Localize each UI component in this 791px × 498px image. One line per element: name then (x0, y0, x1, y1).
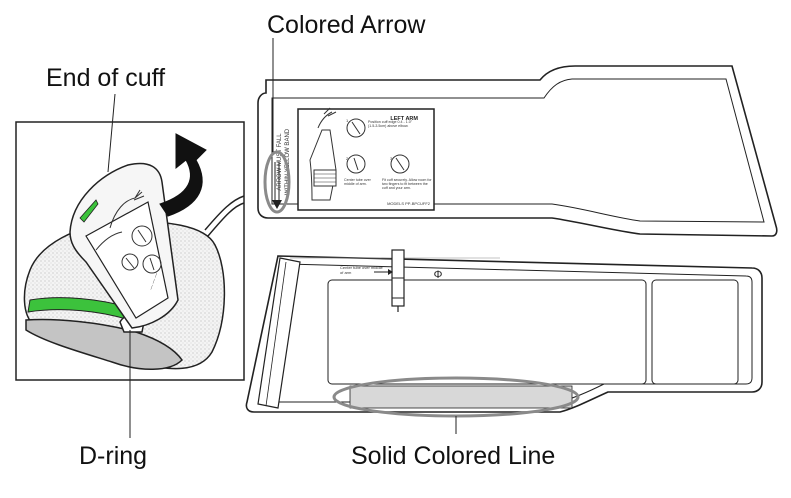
lift-arrow-icon (159, 133, 207, 217)
solid-colored-band (349, 385, 573, 409)
cuff-front-view: ARROW MUST FALL WITHIN YELLOW BAND LEFT … (257, 38, 778, 237)
colored-arrow-icon (272, 200, 282, 209)
svg-text:1: 1 (346, 118, 349, 123)
phi-mark: Φ (434, 269, 443, 281)
end-of-cuff-label: End of cuff (46, 64, 166, 92)
colored-arrow-callout (263, 150, 291, 214)
wrist-cuff-inset: — — — (15, 93, 245, 438)
tube-note: Center tube over middle of arm (340, 266, 383, 275)
arrow-band-text-2: WITHIN YELLOW BAND (285, 128, 291, 195)
model-text: MODELS PP-BPCUFF2 (387, 201, 431, 206)
arrow-band-text-1: ARROW MUST FALL (277, 133, 283, 191)
instruction-1: Position cuff edge 0.4 - 1.0" (1.5-3.5cm… (368, 120, 412, 128)
colored-arrow-label: Colored Arrow (267, 11, 426, 39)
svg-text:3: 3 (390, 156, 393, 161)
instruction-2: Center tube over middle of arm. (344, 178, 371, 186)
instruction-3: Fit cuff securely. Allow room for two fi… (382, 178, 432, 190)
svg-text:2: 2 (346, 156, 349, 161)
svg-text:— — —: — — — (148, 272, 160, 291)
green-arrow-icon (79, 199, 99, 223)
d-ring-label: D-ring (79, 442, 148, 470)
panel-title: LEFT ARM (390, 116, 418, 122)
cuff-back-view: Center tube over middle of arm Φ (245, 249, 763, 434)
tube-arrow-icon (388, 269, 393, 275)
instruction-panel: LEFT ARM 1 2 3 Position cuff edge 0.4 - … (297, 107, 435, 211)
solid-colored-line-label: Solid Colored Line (351, 442, 556, 470)
